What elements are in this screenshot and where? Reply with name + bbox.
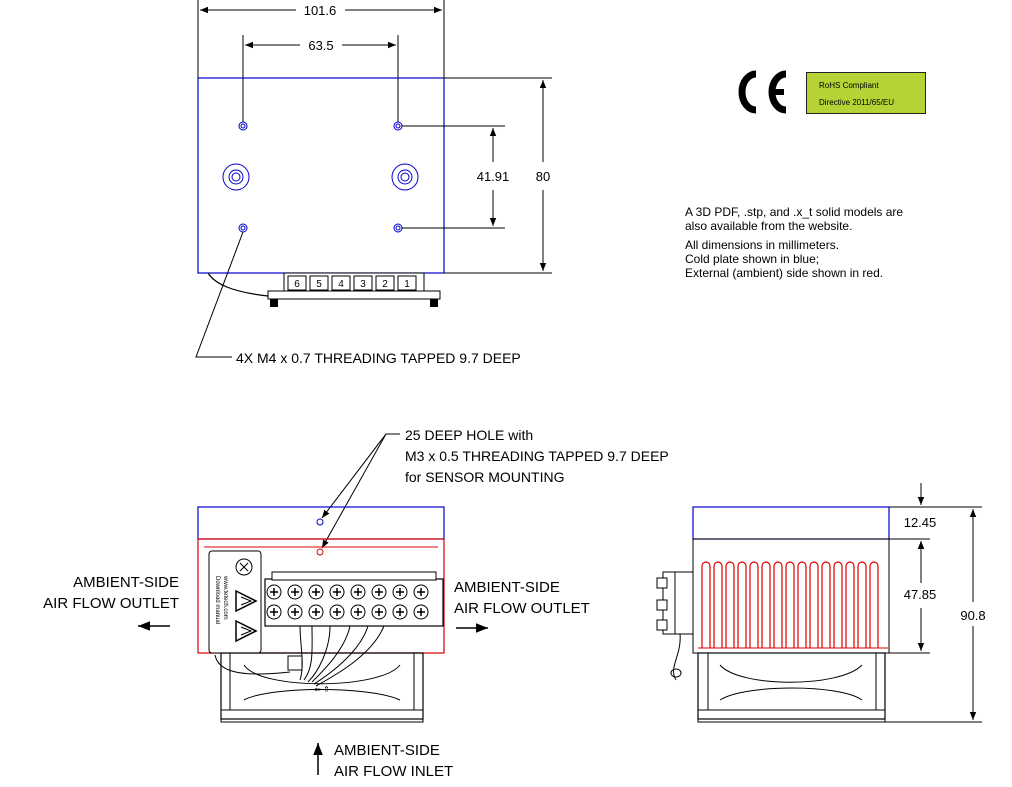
- terminal-cell: [287, 275, 307, 291]
- heatsink-fin: [845, 561, 855, 648]
- terminal-cell: [309, 275, 329, 291]
- airflow-bottom-line2: AIR FLOW INLET: [334, 763, 453, 780]
- mounting-hole: [238, 223, 248, 233]
- heatsink-fin: [761, 561, 771, 648]
- m4-leader: [195, 231, 244, 358]
- cold-plate-top: [197, 77, 445, 274]
- front-view: Download manual www.tetech.com: [43, 506, 590, 780]
- ce-mark-icon: [738, 70, 787, 114]
- dim-height: 80: [536, 169, 550, 184]
- terminal-cell: [375, 275, 395, 291]
- terminal-number: 3: [360, 279, 366, 290]
- airflow-left-line1: AMBIENT-SIDE: [73, 574, 179, 591]
- note-external: External (ambient) side shown in red.: [685, 266, 884, 280]
- m4-threading-callout: 4X M4 x 0.7 THREADING TAPPED 9.7 DEEP: [236, 350, 521, 366]
- heatsink-fin: [833, 561, 843, 648]
- heatsink-fin: [773, 561, 783, 648]
- mounting-hole: [393, 121, 403, 131]
- mounting-hole: [393, 223, 403, 233]
- mounting-hole: [238, 121, 248, 131]
- heatsink-fin: [785, 561, 795, 648]
- center-boss: [222, 163, 250, 191]
- heatsink-fin: [809, 561, 819, 648]
- note-units: All dimensions in millimeters.: [685, 238, 840, 252]
- heatsink-fins: [698, 561, 888, 649]
- side-terminals: [656, 571, 694, 681]
- front-cables: [214, 625, 385, 687]
- notes: A 3D PDF, .stp, and .x_t solid models ar…: [685, 205, 903, 285]
- warning-triangle-icon: [235, 619, 258, 643]
- terminal-number: 4: [338, 279, 344, 290]
- terminal-number: 2: [382, 279, 388, 290]
- note-cold-plate: Cold plate shown in blue;: [685, 252, 820, 266]
- note-models-line2: also available from the website.: [685, 219, 853, 233]
- cold-plate-front: [197, 506, 445, 540]
- terminal-cell: [331, 275, 351, 291]
- label-line2: www.tetech.com: [222, 575, 228, 620]
- airflow-bottom-line1: AMBIENT-SIDE: [334, 742, 440, 759]
- dim-cold-plate-thickness: 12.45: [904, 515, 937, 530]
- fan-side: [697, 652, 886, 723]
- sensor-hole: [316, 518, 324, 526]
- dim-total-height: 90.8: [960, 608, 985, 623]
- heatsink-fin: [713, 561, 723, 648]
- heatsink-fin: [797, 561, 807, 648]
- sensor-hole-callout: 25 DEEP HOLE with M3 x 0.5 THREADING TAP…: [321, 427, 669, 549]
- cold-plate-side: [692, 506, 890, 540]
- sensor-callout-line3: for SENSOR MOUNTING: [405, 469, 564, 485]
- heatsink-fin: [869, 561, 879, 648]
- rohs-badge: RoHS Compliant Directive 2011/65/EU: [806, 72, 926, 114]
- rohs-line1: RoHS Compliant: [819, 81, 879, 90]
- sensor-hole-ambient: [316, 548, 324, 556]
- sensor-callout-line1: 25 DEEP HOLE with: [405, 427, 533, 443]
- airflow-right-line2: AIR FLOW OUTLET: [454, 600, 590, 617]
- heatsink-fin: [749, 561, 759, 648]
- terminal-cell: [397, 275, 417, 291]
- fan-front: ⇐ ⇑: [220, 652, 424, 723]
- terminal-number: 5: [316, 279, 322, 290]
- svg-text:⇐ ⇑: ⇐ ⇑: [314, 685, 330, 694]
- heatsink-fin: [701, 561, 711, 648]
- terminal-number: 1: [404, 279, 410, 290]
- airflow-right-line1: AMBIENT-SIDE: [454, 579, 560, 596]
- terminal-cell: [353, 275, 373, 291]
- airflow-left-line2: AIR FLOW OUTLET: [43, 595, 179, 612]
- heatsink-fin: [725, 561, 735, 648]
- dim-hole-spacing-x: 63.5: [308, 38, 333, 53]
- terminal-number: 6: [294, 279, 300, 290]
- dim-top-width: 101.6: [304, 3, 337, 18]
- center-boss: [391, 163, 419, 191]
- cable: [207, 272, 269, 297]
- label-line1: Download manual: [214, 576, 220, 624]
- heatsink-fin: [737, 561, 747, 648]
- warning-triangle-icon: [235, 589, 258, 613]
- terminal-screws: [266, 584, 429, 620]
- dim-heatsink-height: 47.85: [904, 587, 937, 602]
- note-models-line1: A 3D PDF, .stp, and .x_t solid models ar…: [685, 205, 904, 219]
- side-view: 12.45 47.85 90.8: [656, 483, 986, 723]
- heatsink-fin: [857, 561, 867, 648]
- rohs-line2: Directive 2011/65/EU: [819, 98, 894, 107]
- dim-hole-spacing-y: 41.91: [477, 169, 510, 184]
- terminal-numbers: 6 5 4 3 2 1: [287, 275, 417, 291]
- top-view: 101.6 63.5 41.91 80: [195, 0, 552, 366]
- heatsink-fin: [821, 561, 831, 648]
- sensor-callout-line2: M3 x 0.5 THREADING TAPPED 9.7 DEEP: [405, 448, 669, 464]
